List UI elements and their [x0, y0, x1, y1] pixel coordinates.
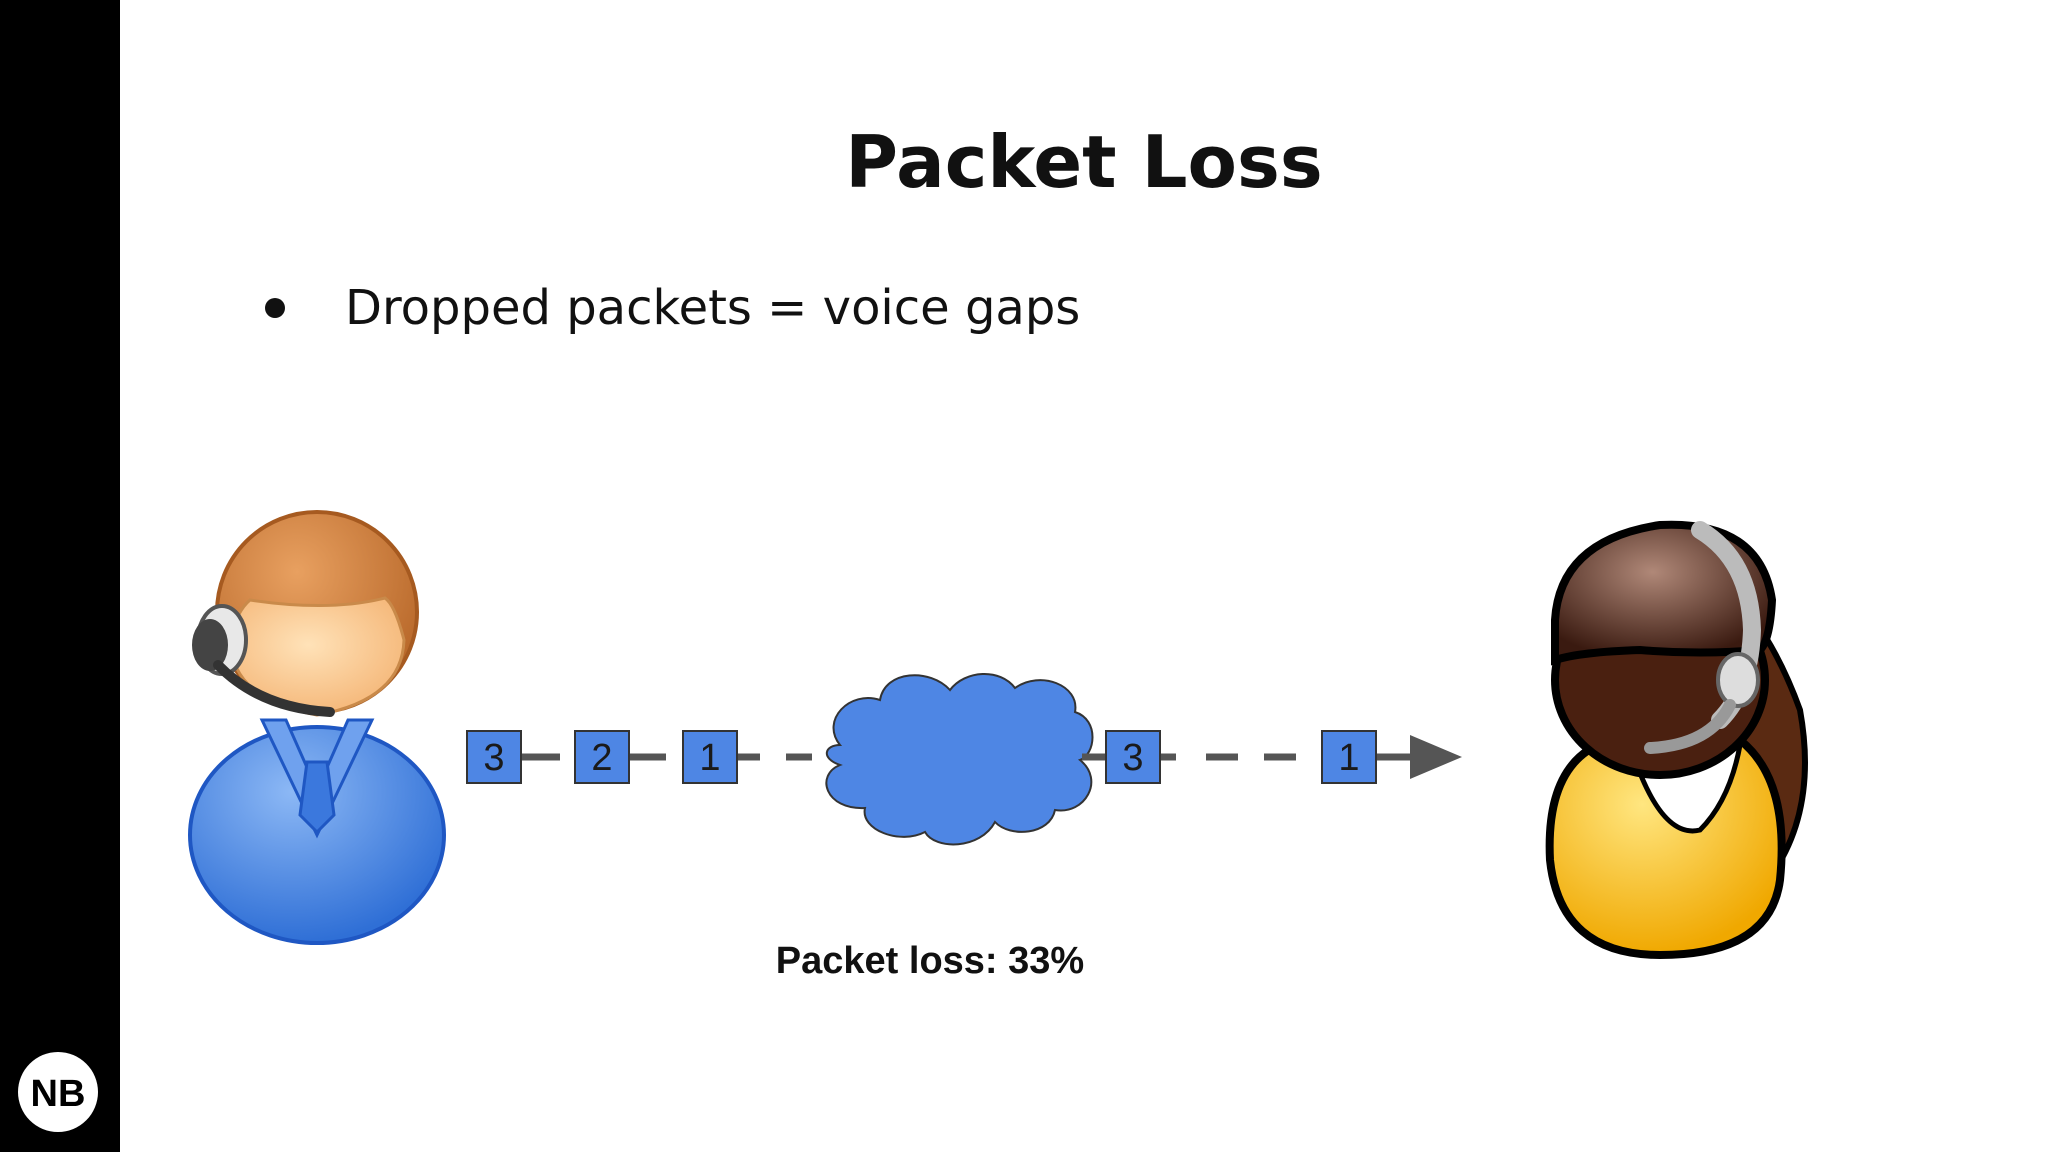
left-sidebar: NB: [0, 0, 120, 1152]
packet-label: 3: [1122, 737, 1143, 779]
nb-logo-icon: NB: [18, 1052, 98, 1132]
receiver-woman-with-headset-icon: [1545, 520, 1808, 960]
packet-box: [574, 730, 630, 784]
packet-box: [1321, 730, 1377, 784]
packet-box: [1105, 730, 1161, 784]
packet-label: 1: [699, 737, 720, 779]
bullet-dot-icon: [265, 298, 285, 318]
packet-label: 2: [591, 737, 612, 779]
packet-box: [682, 730, 738, 784]
slide: Packet Loss Dropped packets = voice gaps: [120, 0, 2048, 1152]
slide-title: Packet Loss: [845, 120, 1323, 204]
sent-packets: 3 2 1: [466, 730, 812, 784]
bullet-item: Dropped packets = voice gaps: [265, 280, 1080, 336]
packet-label: 3: [483, 737, 504, 779]
arrow-head-icon: [1410, 735, 1462, 779]
network-cloud-icon: [825, 673, 1094, 846]
bullet-text: Dropped packets = voice gaps: [345, 280, 1081, 336]
sender-man-with-headset-icon: [188, 510, 446, 945]
received-packets: 3 1: [1082, 730, 1462, 784]
logo-text: NB: [31, 1073, 86, 1115]
packet-label: 1: [1338, 737, 1359, 779]
packet-box: [466, 730, 522, 784]
packet-loss-caption: Packet loss: 33%: [775, 940, 1085, 982]
